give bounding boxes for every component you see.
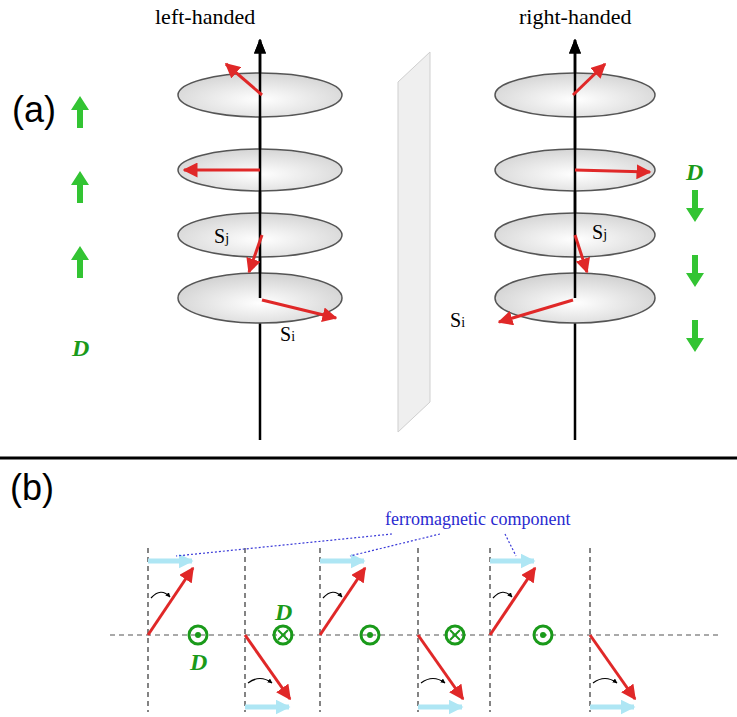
left-helix: [178, 40, 342, 440]
right-helix: [495, 40, 655, 440]
separator: [0, 457, 737, 460]
mirror-plane: [398, 52, 430, 432]
dm-vector-label: D: [190, 650, 207, 674]
panel-label: (a): [12, 92, 56, 128]
spin-label: Sj: [592, 222, 607, 242]
canted-chain: [110, 534, 722, 712]
annotation: ferromagnetic component: [385, 510, 570, 528]
dm-vector-label: D: [72, 336, 89, 360]
chirality-heading: right-handed: [519, 6, 631, 28]
dm-vector-label: D: [275, 600, 292, 624]
spin-label: Si: [280, 324, 295, 344]
spin-label: Sj: [214, 226, 229, 246]
panel-label: (b): [10, 470, 54, 506]
dm-vector-arrows: [71, 96, 704, 352]
dm-vector-label: D: [686, 160, 703, 184]
chirality-heading: left-handed: [155, 6, 255, 28]
spin-label: Si: [450, 310, 465, 330]
